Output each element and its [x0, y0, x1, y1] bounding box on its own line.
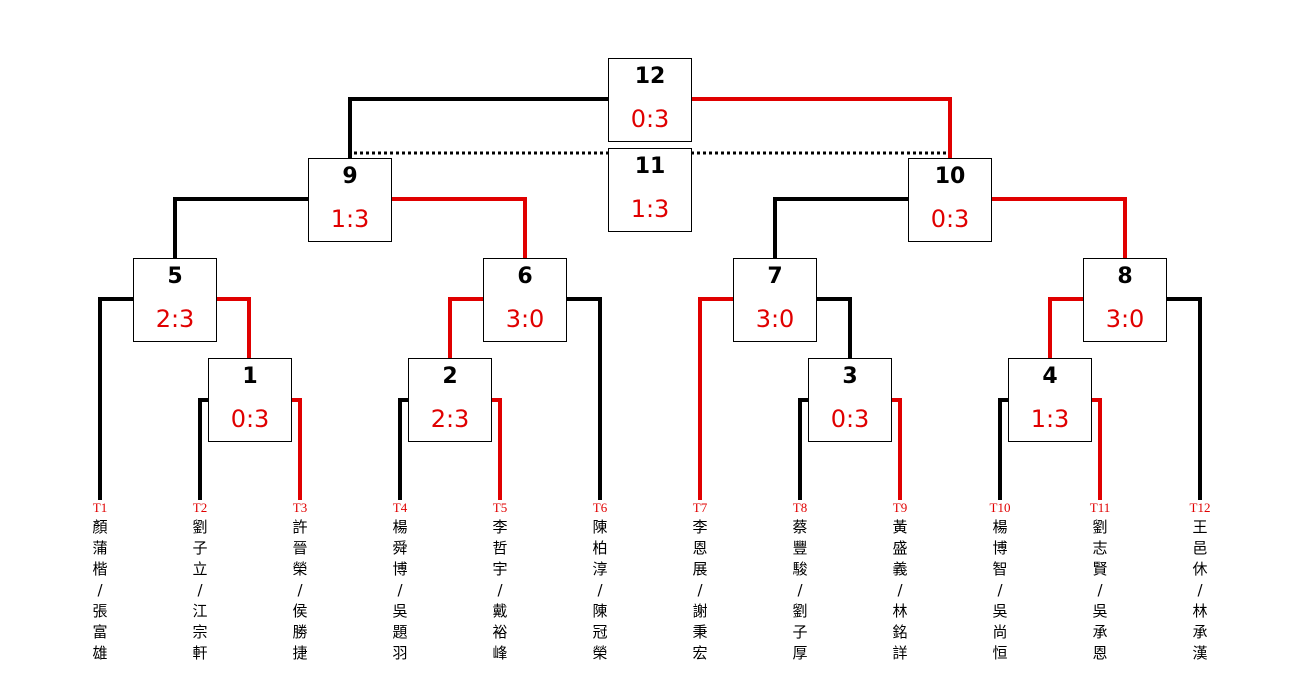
- team-code: T4: [392, 500, 408, 515]
- team-code: T7: [692, 500, 708, 515]
- match-6: 6 3:0: [483, 258, 567, 342]
- team-players: 蔡豐駿/劉子厚: [792, 518, 808, 662]
- team-code: T12: [1189, 500, 1211, 515]
- team-players: 黃盛義/林銘詳: [892, 518, 908, 662]
- match-5: 5 2:3: [133, 258, 217, 342]
- line-m2-m6: [448, 297, 484, 359]
- match-score: 0:3: [630, 105, 670, 133]
- team-players: 劉志賢/吳承恩: [1092, 518, 1108, 662]
- match-score: 2:3: [155, 305, 195, 333]
- team-code: T5: [492, 500, 508, 515]
- match-score: 0:3: [830, 405, 870, 433]
- line-t6-m6: [566, 297, 602, 500]
- winning-lines: [216, 97, 1127, 500]
- team-players: 陳柏淳/陳冠榮: [592, 518, 608, 662]
- match-score: 3:0: [1105, 305, 1145, 333]
- line-t2-m1: [198, 398, 209, 500]
- match-3: 3 0:3: [808, 358, 892, 442]
- team-t12: T12 王邑休/林承漢: [1180, 500, 1220, 664]
- line-m5-m9: [173, 197, 309, 259]
- match-score: 1:3: [630, 195, 670, 223]
- team-t5: T5 李哲宇/戴裕峰: [480, 500, 520, 664]
- team-t11: T11 劉志賢/吳承恩: [1080, 500, 1120, 664]
- team-players: 李恩展/謝秉宏: [692, 518, 708, 662]
- match-score: 3:0: [755, 305, 795, 333]
- team-code: T3: [292, 500, 308, 515]
- team-t4: T4 楊舜博/吳題羽: [380, 500, 420, 664]
- match-number: 10: [934, 164, 966, 189]
- match-score: 0:3: [930, 205, 970, 233]
- team-players: 王邑休/林承漢: [1192, 518, 1208, 662]
- team-code: T9: [892, 500, 908, 515]
- match-number: 5: [167, 264, 183, 289]
- line-t9-m3: [891, 398, 902, 500]
- team-code: T2: [192, 500, 208, 515]
- team-players: 楊博智/吳尚恒: [992, 518, 1008, 662]
- match-9: 9 1:3: [308, 158, 392, 242]
- team-players: 李哲宇/戴裕峰: [492, 518, 508, 662]
- team-players: 劉子立/江宗軒: [192, 518, 208, 662]
- match-number: 4: [1042, 364, 1058, 389]
- line-t10-m4: [998, 398, 1009, 500]
- match-7: 7 3:0: [733, 258, 817, 342]
- match-1: 1 0:3: [208, 358, 292, 442]
- line-t3-m1: [291, 398, 302, 500]
- match-12: 12 0:3: [608, 58, 692, 142]
- line-t7-m7: [698, 297, 734, 500]
- match-8: 8 3:0: [1083, 258, 1167, 342]
- line-m6-m9: [391, 197, 527, 259]
- line-t8-m3: [798, 398, 809, 500]
- line-t4-m2: [398, 398, 409, 500]
- match-number: 6: [517, 264, 533, 289]
- team-t10: T10 楊博智/吳尚恒: [980, 500, 1020, 664]
- line-t12-m8: [1166, 297, 1202, 500]
- match-10: 10 0:3: [908, 158, 992, 242]
- match-score: 1:3: [330, 205, 370, 233]
- match-number: 9: [342, 164, 358, 189]
- team-t6: T6 陳柏淳/陳冠榮: [580, 500, 620, 664]
- match-number: 11: [634, 154, 666, 179]
- match-score: 1:3: [1030, 405, 1070, 433]
- line-m7-m10: [773, 197, 909, 259]
- team-code: T10: [989, 500, 1011, 515]
- match-number: 1: [242, 364, 258, 389]
- match-number: 3: [842, 364, 858, 389]
- line-m8-m10: [991, 197, 1127, 259]
- line-t1-m5: [98, 297, 134, 500]
- team-t2: T2 劉子立/江宗軒: [180, 500, 220, 664]
- match-11: 11 1:3: [608, 148, 692, 232]
- team-players: 許晉榮/侯勝捷: [292, 518, 308, 662]
- team-t8: T8 蔡豐駿/劉子厚: [780, 500, 820, 664]
- match-score: 2:3: [430, 405, 470, 433]
- match-4: 4 1:3: [1008, 358, 1092, 442]
- team-code: T1: [92, 500, 108, 515]
- match-number: 12: [634, 64, 666, 89]
- team-code: T6: [592, 500, 608, 515]
- line-m10-m12: [691, 97, 952, 159]
- match-number: 8: [1117, 264, 1133, 289]
- team-t3: T3 許晉榮/侯勝捷: [280, 500, 320, 664]
- match-score: 0:3: [230, 405, 270, 433]
- line-m4-m8: [1048, 297, 1084, 359]
- losing-lines: [98, 97, 1202, 500]
- match-score: 3:0: [505, 305, 545, 333]
- team-code: T8: [792, 500, 808, 515]
- match-2: 2 2:3: [408, 358, 492, 442]
- team-code: T11: [1089, 500, 1111, 515]
- match-number: 2: [442, 364, 458, 389]
- team-t9: T9 黃盛義/林銘詳: [880, 500, 920, 664]
- team-players: 楊舜博/吳題羽: [392, 518, 408, 662]
- line-m9-m12: [348, 97, 609, 159]
- team-players: 顏蒲楷/張富雄: [92, 518, 108, 662]
- line-m1-m5: [216, 297, 251, 359]
- team-t7: T7 李恩展/謝秉宏: [680, 500, 720, 664]
- line-t11-m4: [1091, 398, 1102, 500]
- team-t1: T1 顏蒲楷/張富雄: [80, 500, 120, 664]
- line-t5-m2: [491, 398, 502, 500]
- line-m3-m7: [816, 297, 852, 359]
- match-number: 7: [767, 264, 783, 289]
